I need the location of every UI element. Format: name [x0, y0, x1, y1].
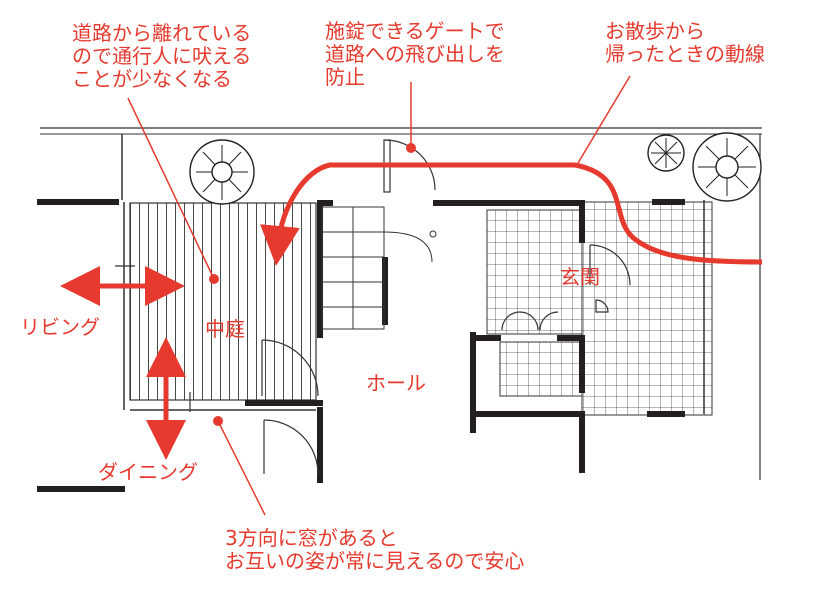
- entrance-tile-floor: [486, 201, 713, 416]
- annotation-walk-route: お散歩から 帰ったときの動線: [605, 19, 765, 66]
- annotation-quiet-courtyard: 道路から離れている ので通行人に吠える ことが少なくなる: [72, 21, 252, 91]
- garden-tree: [647, 134, 685, 172]
- room-label-dining: ダイニング: [98, 460, 198, 484]
- road-boundary: [40, 127, 762, 480]
- annotation-windows-3way: 3方向に窓があると お互いの姿が常に見えるので安心: [225, 526, 525, 573]
- leader-dots: [209, 143, 416, 426]
- walls: [37, 199, 685, 492]
- leader-lines: [127, 75, 631, 516]
- room-label-hall: ホール: [366, 371, 426, 395]
- garden-tree: [692, 132, 762, 202]
- walk-route-arrow: [260, 162, 763, 266]
- courtyard-deck: [129, 202, 317, 401]
- room-label-living: リビング: [20, 315, 100, 339]
- annotation-locked-gate: 施錠できるゲートで 道路への飛び出しを 防止: [325, 19, 505, 89]
- room-label-entrance: 玄関: [560, 265, 600, 289]
- room-label-courtyard: 中庭: [205, 317, 245, 341]
- staircase: [321, 206, 437, 330]
- garden-tree: [189, 139, 255, 205]
